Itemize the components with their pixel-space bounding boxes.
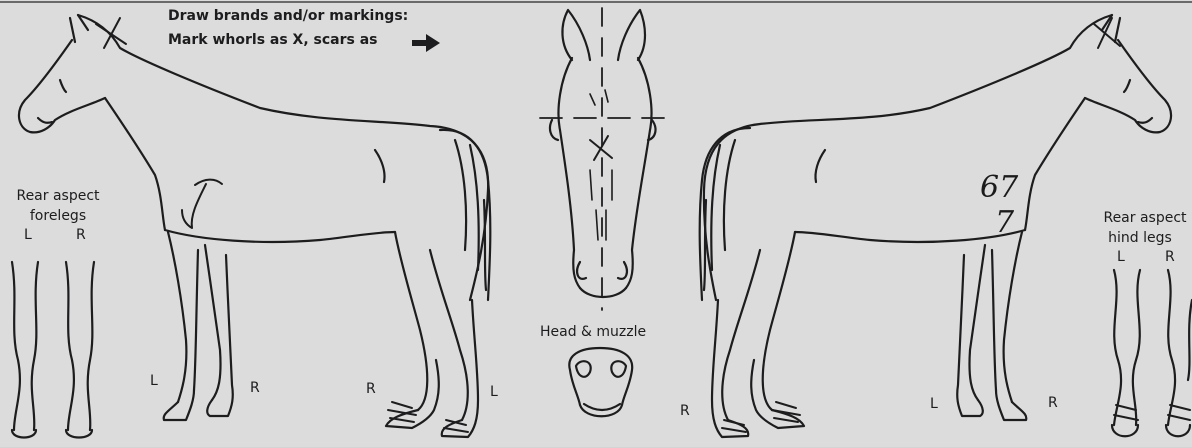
hindlegs-left-label: L: [1117, 249, 1125, 266]
forelegs-right-label: R: [76, 227, 86, 244]
muzzle-view: [569, 348, 632, 416]
hindlegs-rear-aspect: [1112, 270, 1192, 436]
forelegs-title-line-2: forelegs: [4, 208, 112, 225]
right-horse-leg-label: L: [930, 396, 938, 413]
forelegs-left-label: L: [24, 227, 32, 244]
forelegs-rear-aspect: [12, 262, 94, 438]
scar-arrow-icon: [412, 34, 440, 52]
left-horse-leg-label: L: [490, 384, 498, 401]
hindlegs-title-line-2: hind legs: [1090, 230, 1190, 247]
left-horse-leg-label: R: [366, 381, 376, 398]
head-muzzle-label: Head & muzzle: [540, 324, 646, 341]
forelegs-title-line-1: Rear aspect: [4, 188, 112, 205]
instruction-line-1: Draw brands and/or markings:: [168, 6, 408, 26]
head-front-view: [540, 8, 668, 310]
right-horse-leg-label: R: [1048, 395, 1058, 412]
left-horse-outline: [19, 15, 490, 437]
hindlegs-right-label: R: [1165, 249, 1175, 266]
handwritten-brand-line-1: 67: [980, 170, 1018, 205]
instruction-line-2: Mark whorls as X, scars as: [168, 30, 378, 50]
hindlegs-title-line-1: Rear aspect: [1090, 210, 1192, 227]
left-horse-leg-label: R: [250, 380, 260, 397]
handwritten-brand-line-2: 7: [995, 205, 1014, 240]
right-horse-leg-label: R: [680, 403, 690, 420]
left-horse-leg-label: L: [150, 373, 158, 390]
